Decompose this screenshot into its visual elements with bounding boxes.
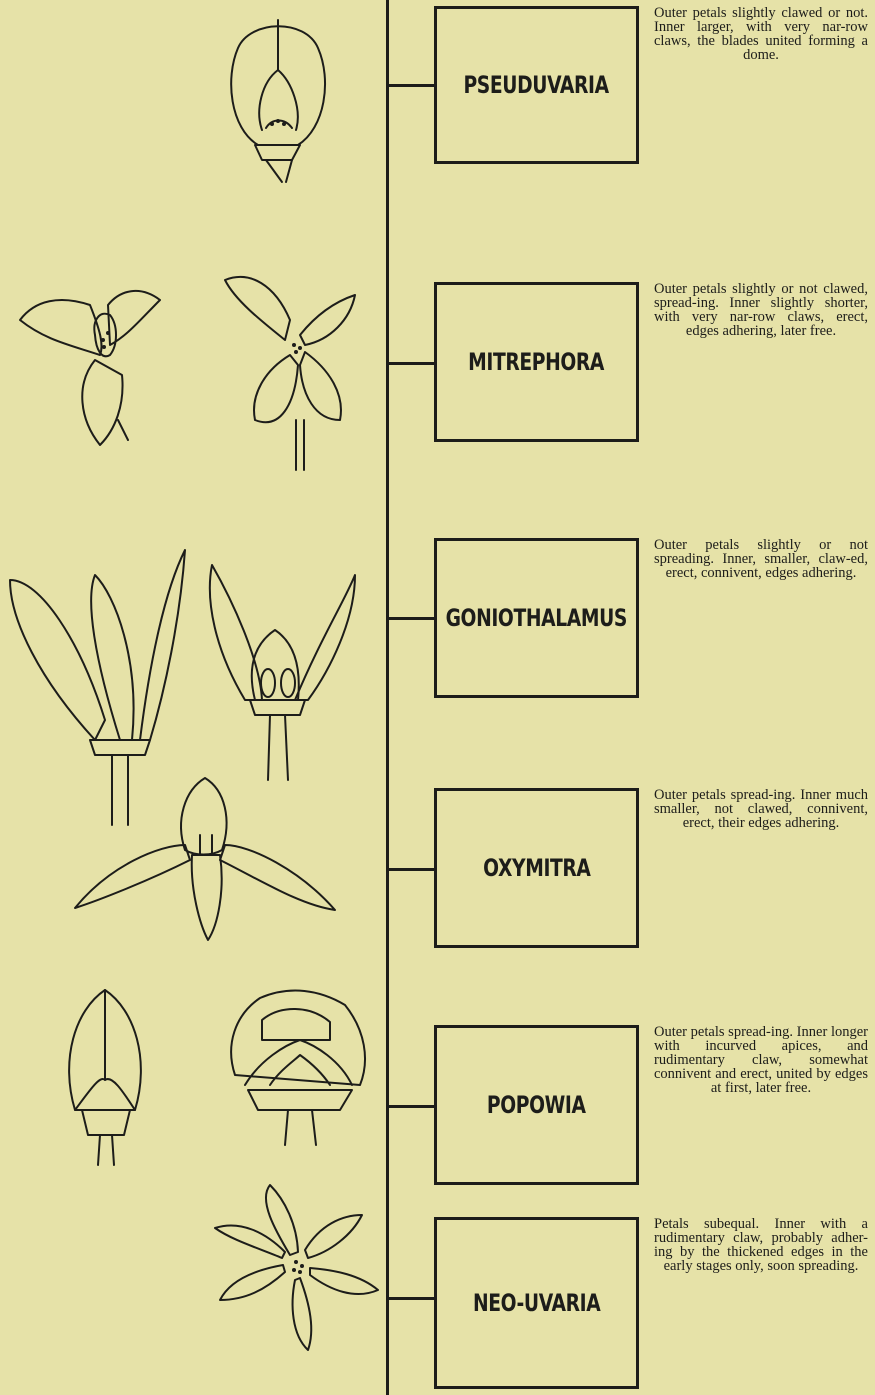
pseuduvaria-flower-drawing bbox=[231, 20, 325, 182]
taxon-description: Outer petals slightly or not spreading. … bbox=[654, 538, 868, 580]
taxon-name: PSEUDUVARIA bbox=[464, 71, 609, 99]
popowia-bud-drawing bbox=[69, 990, 141, 1165]
branch-line bbox=[388, 1105, 435, 1108]
taxon-name: POPOWIA bbox=[487, 1091, 586, 1119]
taxon-description: Petals subequal. Inner with a rudimentar… bbox=[654, 1217, 868, 1273]
branch-line bbox=[388, 617, 435, 620]
taxon-name: MITREPHORA bbox=[469, 348, 605, 376]
popowia-flower-drawing bbox=[231, 991, 365, 1145]
taxon-name: NEO-UVARIA bbox=[473, 1289, 600, 1317]
taxon-box-neo-uvaria: NEO-UVARIA bbox=[434, 1217, 639, 1389]
taxon-box-popowia: POPOWIA bbox=[434, 1025, 639, 1185]
taxon-description: Outer petals spread-ing. Inner much smal… bbox=[654, 788, 868, 830]
taxon-box-pseuduvaria: PSEUDUVARIA bbox=[434, 6, 639, 164]
oxymitra-flower-drawing bbox=[75, 778, 335, 940]
goniothalamus-flower-drawing bbox=[10, 550, 185, 825]
taxon-description: Outer petals slightly or not clawed, spr… bbox=[654, 282, 868, 338]
branch-line bbox=[388, 362, 435, 365]
tree-trunk-line bbox=[386, 0, 389, 1395]
neo-uvaria-flower-drawing bbox=[215, 1185, 378, 1350]
taxon-description: Outer petals slightly clawed or not. Inn… bbox=[654, 6, 868, 62]
taxon-box-oxymitra: OXYMITRA bbox=[434, 788, 639, 948]
mitrephora-flower-drawing bbox=[225, 277, 355, 470]
branch-line bbox=[388, 84, 435, 87]
taxon-box-goniothalamus: GONIOTHALAMUS bbox=[434, 538, 639, 698]
taxon-description: Outer petals spread-ing. Inner longer wi… bbox=[654, 1025, 868, 1095]
taxon-box-mitrephora: MITREPHORA bbox=[434, 282, 639, 442]
taxon-name: OXYMITRA bbox=[483, 854, 590, 882]
goniothalamus-flower-drawing bbox=[210, 565, 355, 780]
branch-line bbox=[388, 1297, 435, 1300]
branch-line bbox=[388, 868, 435, 871]
taxon-name: GONIOTHALAMUS bbox=[446, 604, 627, 632]
mitrephora-flower-drawing bbox=[20, 291, 160, 445]
